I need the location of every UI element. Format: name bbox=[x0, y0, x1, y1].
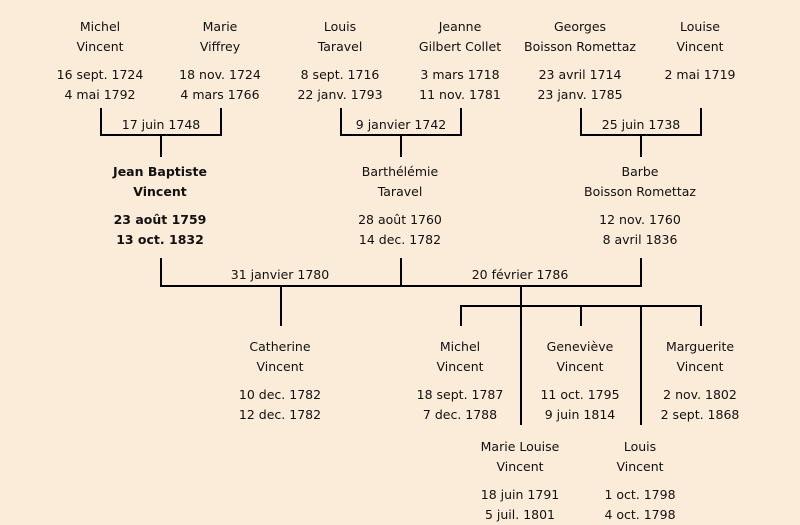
person-last-name: Gilbert Collet bbox=[418, 39, 502, 54]
person-dates: 12 nov. 1760 8 avril 1836 bbox=[575, 210, 705, 250]
birth-date: 10 dec. 1782 bbox=[238, 387, 322, 402]
marriage-date: 25 juin 1738 bbox=[601, 117, 681, 132]
person-last-name: Taravel bbox=[317, 39, 363, 54]
children-line-1786 bbox=[460, 286, 702, 425]
person-dates: 18 nov. 1724 4 mars 1766 bbox=[155, 65, 285, 105]
death-date: 12 dec. 1782 bbox=[238, 407, 322, 422]
birth-date: 18 sept. 1787 bbox=[416, 387, 504, 402]
death-date: 5 juil. 1801 bbox=[484, 507, 556, 522]
person-first-name: Geneviève bbox=[546, 339, 614, 354]
death-date: 8 avril 1836 bbox=[602, 232, 678, 247]
person-dates: 2 nov. 1802 2 sept. 1868 bbox=[635, 385, 765, 425]
person-first-name: Marie Louise bbox=[480, 439, 560, 454]
death-date: 4 mars 1766 bbox=[180, 87, 260, 102]
death-date: 4 oct. 1798 bbox=[604, 507, 676, 522]
person-dates: 23 avril 1714 23 janv. 1785 bbox=[515, 65, 645, 105]
person-dates: 23 août 1759 13 oct. 1832 bbox=[95, 210, 225, 250]
person-last-name: Vincent bbox=[556, 359, 604, 374]
person-dates: 11 oct. 1795 9 juin 1814 bbox=[515, 385, 645, 425]
person-first-name: Michel bbox=[439, 339, 481, 354]
person-last-name: Vincent bbox=[76, 39, 124, 54]
person-last-name: Vincent bbox=[256, 359, 304, 374]
person-last-name: Vincent bbox=[436, 359, 484, 374]
birth-date: 16 sept. 1724 bbox=[56, 67, 144, 82]
person-last-name: Vincent bbox=[676, 359, 724, 374]
person-first-name: Georges bbox=[553, 19, 607, 34]
person-last-name: Viffrey bbox=[199, 39, 241, 54]
person-last-name: Vincent bbox=[496, 459, 544, 474]
person-last-name: Taravel bbox=[377, 184, 423, 199]
marriage-date: 20 février 1786 bbox=[471, 267, 569, 282]
marriage-date: 31 janvier 1780 bbox=[230, 267, 330, 282]
person-first-name: Louis bbox=[623, 439, 657, 454]
birth-date: 3 mars 1718 bbox=[420, 67, 500, 82]
death-date: 7 dec. 1788 bbox=[422, 407, 498, 422]
death-date: 9 juin 1814 bbox=[544, 407, 616, 422]
birth-date: 11 oct. 1795 bbox=[540, 387, 620, 402]
person-last-name: Vincent bbox=[616, 459, 664, 474]
birth-date: 2 mai 1719 bbox=[664, 67, 736, 82]
person-dates: 16 sept. 1724 4 mai 1792 bbox=[35, 65, 165, 105]
person-dates: 1 oct. 1798 4 oct. 1798 bbox=[575, 485, 705, 525]
person-first-name: Louis bbox=[323, 19, 357, 34]
person-last-name: Boisson Romettaz bbox=[584, 184, 696, 199]
death-date: 13 oct. 1832 bbox=[116, 232, 204, 247]
person-dates: 28 août 1760 14 dec. 1782 bbox=[335, 210, 465, 250]
person-dates: 10 dec. 1782 12 dec. 1782 bbox=[215, 385, 345, 425]
person-dates: 2 mai 1719 bbox=[635, 65, 765, 85]
person-first-name: Marguerite bbox=[665, 339, 735, 354]
birth-date: 23 avril 1714 bbox=[538, 67, 622, 82]
marriage-line-1 bbox=[100, 108, 222, 157]
person-first-name: Jeanne bbox=[438, 19, 482, 34]
person-last-name: Boisson Romettaz bbox=[524, 39, 636, 54]
person-first-name: Catherine bbox=[249, 339, 311, 354]
marriage-date: 17 juin 1748 bbox=[121, 117, 201, 132]
birth-date: 1 oct. 1798 bbox=[604, 487, 676, 502]
person-dates: 3 mars 1718 11 nov. 1781 bbox=[395, 65, 525, 105]
person-first-name: Michel bbox=[79, 19, 121, 34]
death-date: 4 mai 1792 bbox=[64, 87, 136, 102]
death-date: 22 janv. 1793 bbox=[297, 87, 383, 102]
death-date: 23 janv. 1785 bbox=[537, 87, 623, 102]
person-first-name: Marie bbox=[202, 19, 238, 34]
marriage-line-3 bbox=[580, 108, 702, 157]
marriage-line-4 bbox=[160, 258, 642, 287]
birth-date: 8 sept. 1716 bbox=[300, 67, 380, 82]
marriage-date: 9 janvier 1742 bbox=[355, 117, 447, 132]
death-date: 2 sept. 1868 bbox=[660, 407, 740, 422]
person-first-name: Jean Baptiste bbox=[113, 164, 207, 179]
birth-date: 18 juin 1791 bbox=[480, 487, 560, 502]
person-first-name: Barthélémie bbox=[361, 164, 439, 179]
person-dates: 18 juin 1791 5 juil. 1801 bbox=[455, 485, 585, 525]
person-dates: 8 sept. 1716 22 janv. 1793 bbox=[275, 65, 405, 105]
death-date: 11 nov. 1781 bbox=[419, 87, 501, 102]
person-last-name: Vincent bbox=[133, 184, 187, 199]
person-last-name: Vincent bbox=[676, 39, 724, 54]
marriage-line-2 bbox=[340, 108, 462, 157]
birth-date: 23 août 1759 bbox=[113, 212, 207, 227]
birth-date: 12 nov. 1760 bbox=[599, 212, 681, 227]
birth-date: 2 nov. 1802 bbox=[663, 387, 737, 402]
person-first-name: Louise bbox=[680, 19, 720, 34]
birth-date: 28 août 1760 bbox=[358, 212, 442, 227]
birth-date: 18 nov. 1724 bbox=[179, 67, 261, 82]
person-dates: 18 sept. 1787 7 dec. 1788 bbox=[395, 385, 525, 425]
death-date: 14 dec. 1782 bbox=[358, 232, 442, 247]
person-first-name: Barbe bbox=[621, 164, 659, 179]
